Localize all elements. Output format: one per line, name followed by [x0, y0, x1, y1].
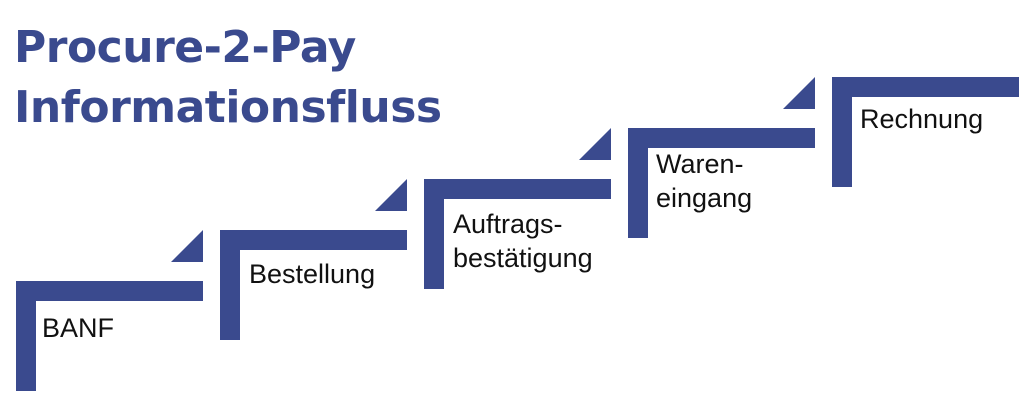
title-line-2: Informationsfluss — [14, 82, 442, 133]
title-line-1: Procure-2-Pay — [14, 22, 356, 73]
step-label-auftragsbestaetigung: Auftrags- bestätigung — [453, 207, 593, 275]
step-label-wareneingang: Waren- eingang — [656, 147, 752, 215]
step-auftragsbestaetigung — [424, 128, 611, 289]
step-corner-shape — [424, 179, 611, 289]
step-label-bestellung: Bestellung — [249, 257, 375, 291]
step-label-line: BANF — [42, 313, 115, 343]
step-corner-shape — [832, 77, 1019, 187]
step-arrow-triangle — [579, 128, 611, 160]
step-label-line: eingang — [656, 183, 753, 213]
step-arrow-triangle — [783, 77, 815, 109]
step-corner-shape — [220, 230, 407, 340]
step-arrow-triangle — [171, 230, 203, 262]
step-arrow-triangle — [375, 179, 407, 211]
step-label-banf: BANF — [42, 311, 114, 345]
step-label-line: Auftrags- — [453, 209, 563, 239]
step-banf — [16, 230, 203, 391]
step-corner-shape — [16, 281, 203, 391]
step-label-line: Bestellung — [249, 259, 376, 289]
step-label-rechnung: Rechnung — [860, 102, 983, 136]
step-wareneingang — [628, 77, 815, 238]
step-label-line: bestätigung — [453, 243, 593, 273]
step-label-line: Rechnung — [860, 104, 984, 134]
step-corner-shape — [628, 128, 815, 238]
step-bestellung — [220, 179, 407, 340]
step-label-line: Waren- — [656, 149, 744, 179]
step-rechnung — [832, 77, 1019, 187]
